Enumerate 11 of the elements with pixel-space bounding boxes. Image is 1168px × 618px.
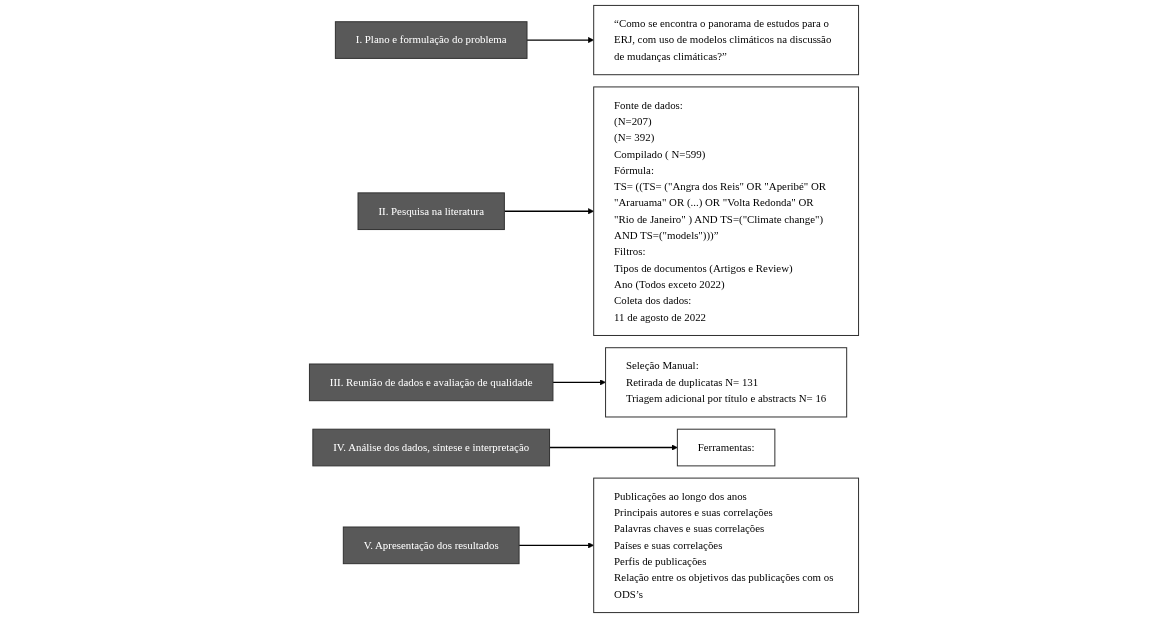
node-box: Fonte de dados: (N=207) (N= 392) Compilado ( N=599) Fórmula: TS= ((TS= ("Angra dos Reis" OR "Aperibé" OR "Araruama" OR (...) OR "Volta Redonda" OR "Rio de Janeiro" ) AND TS=("Climate change") AND TS=("models")))” Filtros: Tipos de documentos (Artigos e Review) Ano (Todos exceto 2022) Coleta dos dados: 11 de agosto de 2022 <box>593 86 860 336</box>
node-box: III. Reunião de dados e avaliação de qualidade <box>308 363 554 402</box>
node-box: II. Pesquisa na literatura <box>357 192 505 231</box>
arrow <box>552 379 606 386</box>
node-box: I. Plano e formulação do problema <box>334 21 528 59</box>
node-box: Ferramentas: <box>676 428 776 467</box>
node-box: Publicações ao longo dos anos Principais autores e suas correlações Palavras chaves e suas correlações Países e suas correlações Perfis de publicações Relação entre os objetivos das publicações com os ODS’s <box>593 477 860 614</box>
node-box: IV. Análise dos dados, síntese e interpretação <box>312 428 551 467</box>
node-box: V. Apresentação dos resultados <box>342 526 520 565</box>
node-box: Seleção Manual: Retirada de duplicatas N= 131 Triagem adicional por título e abstracts N= 16 <box>605 347 848 418</box>
node-box: “Como se encontra o panorama de estudos para o ERJ, com uso de modelos climáticos na discussão de mudanças climáticas?” <box>593 4 860 76</box>
